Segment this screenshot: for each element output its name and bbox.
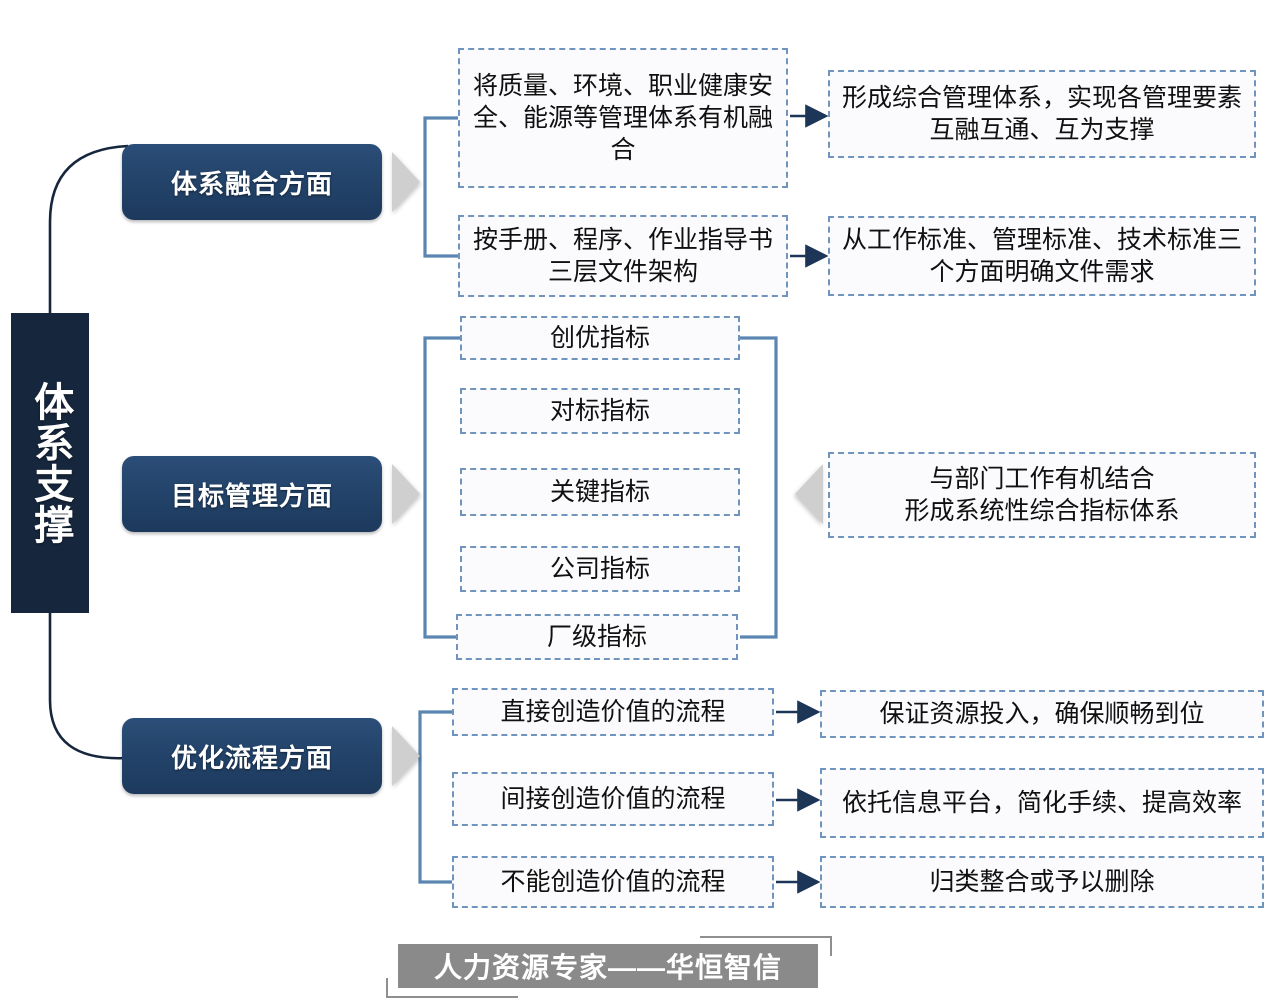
chevron-right-icon-2	[392, 464, 420, 524]
pill-process-optimization[interactable]: 优化流程方面	[122, 718, 382, 794]
chevron-right-icon-3	[392, 726, 420, 786]
box-goal-summary[interactable]: 与部门工作有机结合 形成系统性综合指标体系	[828, 452, 1256, 538]
spine-label: 体系支撑	[28, 381, 73, 545]
pill-system-integration[interactable]: 体系融合方面	[122, 144, 382, 220]
footer-banner: 人力资源专家——华恒智信	[398, 944, 818, 988]
box-indicator-5[interactable]: 厂级指标	[456, 614, 738, 660]
footer-bracket-bottom-left	[386, 978, 518, 998]
footer-bracket-top-right	[700, 936, 832, 956]
box-integration-left-2[interactable]: 按手册、程序、作业指导书三层文件架构	[458, 215, 788, 297]
box-process-right-2[interactable]: 依托信息平台，简化手续、提高效率	[820, 768, 1264, 838]
box-process-left-3[interactable]: 不能创造价值的流程	[452, 856, 774, 908]
box-process-left-1[interactable]: 直接创造价值的流程	[452, 688, 774, 736]
footer-label: 人力资源专家——华恒智信	[433, 952, 782, 983]
chevron-left-icon-summary	[795, 464, 823, 524]
box-process-right-3[interactable]: 归类整合或予以删除	[820, 856, 1264, 908]
bracket-section-1	[423, 116, 458, 258]
box-process-left-2[interactable]: 间接创造价值的流程	[452, 772, 774, 826]
spine-curve-bottom	[48, 613, 129, 760]
bracket-section-2-right	[740, 336, 778, 639]
bracket-section-3	[418, 710, 452, 884]
box-indicator-4[interactable]: 公司指标	[460, 546, 740, 592]
bracket-section-2-left	[423, 336, 460, 639]
goal-summary-line-2: 形成系统性综合指标体系	[904, 497, 1180, 525]
box-integration-right-1[interactable]: 形成综合管理体系，实现各管理要素互融互通、互为支撑	[828, 70, 1256, 158]
box-indicator-1[interactable]: 创优指标	[460, 316, 740, 360]
goal-summary-line-1: 与部门工作有机结合	[929, 465, 1155, 493]
box-integration-right-2[interactable]: 从工作标准、管理标准、技术标准三个方面明确文件需求	[828, 216, 1256, 296]
pill-goal-management[interactable]: 目标管理方面	[122, 456, 382, 532]
box-process-right-1[interactable]: 保证资源投入，确保顺畅到位	[820, 690, 1264, 738]
chevron-right-icon-1	[392, 152, 420, 212]
spine-curve-top	[48, 144, 129, 313]
box-indicator-3[interactable]: 关键指标	[460, 468, 740, 516]
box-indicator-2[interactable]: 对标指标	[460, 388, 740, 434]
spine-bar: 体系支撑	[11, 313, 89, 613]
box-integration-left-1[interactable]: 将质量、环境、职业健康安全、能源等管理体系有机融合	[458, 48, 788, 188]
